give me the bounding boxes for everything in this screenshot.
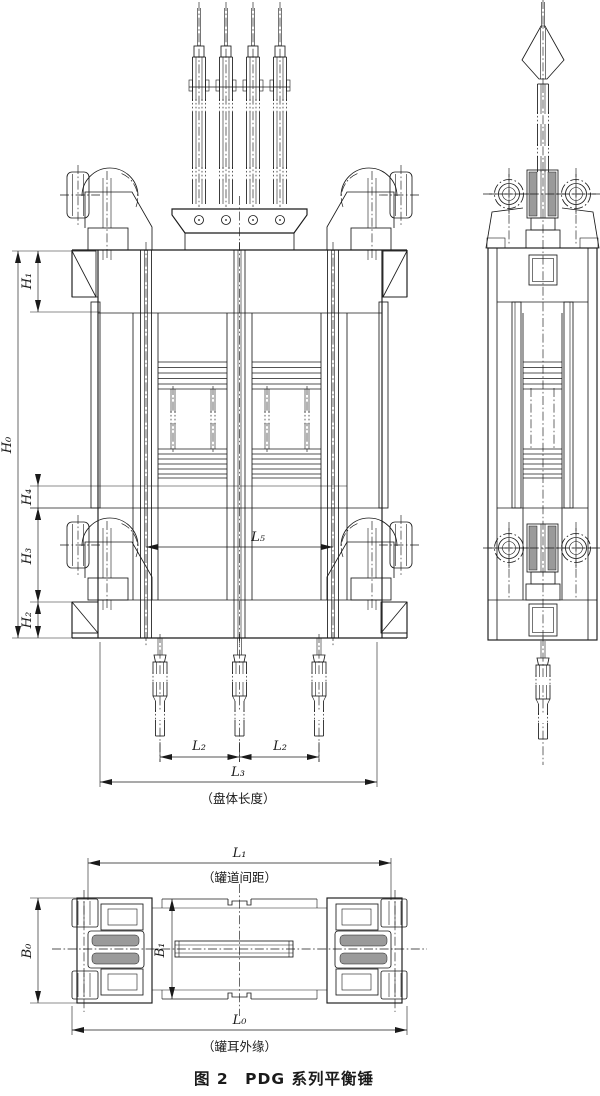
dim-label-h3: H₃ — [20, 548, 35, 566]
front-view: H₁ H₄ H₃ H₂ H₀ L₅ L₂ L₂ L₃ （盘体长度） — [0, 1, 420, 806]
guide-roller-top-right — [326, 164, 420, 261]
note-plate-body-length: （盘体长度） — [200, 791, 275, 806]
guide-roller-top-left — [59, 164, 153, 261]
dim-label-h0: H₀ — [0, 436, 15, 454]
dim-label-l2-right: L₂ — [272, 739, 287, 754]
plan-end-block-right — [326, 889, 408, 1013]
dim-label-h4: H₄ — [20, 489, 35, 507]
counterweight-body — [30, 241, 408, 647]
guide-roller-bottom-right — [326, 514, 420, 611]
dim-label-l1: L₁ — [232, 846, 247, 861]
plan-view-dimensions: L₁ （罐道间距） B₀ B₁ L₀ （罐耳外缘） — [20, 846, 408, 1054]
side-body — [487, 247, 598, 641]
head-bracket — [171, 196, 308, 250]
note-guide-spacing: （罐道间距） — [202, 870, 277, 885]
dim-label-b0: B₀ — [20, 943, 35, 960]
dim-label-l0: L₀ — [232, 1013, 248, 1028]
dim-label-b1: B₁ — [153, 943, 168, 959]
note-cage-ear-outer-edge: （罐耳外缘） — [202, 1039, 277, 1054]
figure-caption: 图 2 PDG 系列平衡锤 — [194, 1069, 374, 1088]
dim-label-h1: H₁ — [20, 273, 35, 291]
side-view — [483, 0, 600, 766]
guide-roller-bottom-left — [59, 514, 153, 611]
suspension-rods — [188, 1, 291, 208]
plan-view: L₁ （罐道间距） B₀ B₁ L₀ （罐耳外缘） — [20, 846, 427, 1054]
side-tail-hanger — [534, 636, 552, 766]
dim-label-l2-left: L₂ — [191, 739, 206, 754]
dim-label-h2: H₂ — [20, 612, 35, 630]
rope-wedge-socket — [521, 0, 565, 642]
plan-middle-band — [152, 898, 327, 1000]
side-head-assembly — [483, 168, 600, 249]
dim-label-l5: L₅ — [250, 530, 266, 545]
side-bottom-assembly — [483, 522, 600, 601]
dim-label-l3: L₃ — [230, 765, 245, 780]
plan-end-block-left — [71, 889, 153, 1013]
front-view-dimensions: H₁ H₄ H₃ H₂ H₀ L₅ L₂ L₂ L₃ （盘体长度） — [0, 250, 378, 806]
